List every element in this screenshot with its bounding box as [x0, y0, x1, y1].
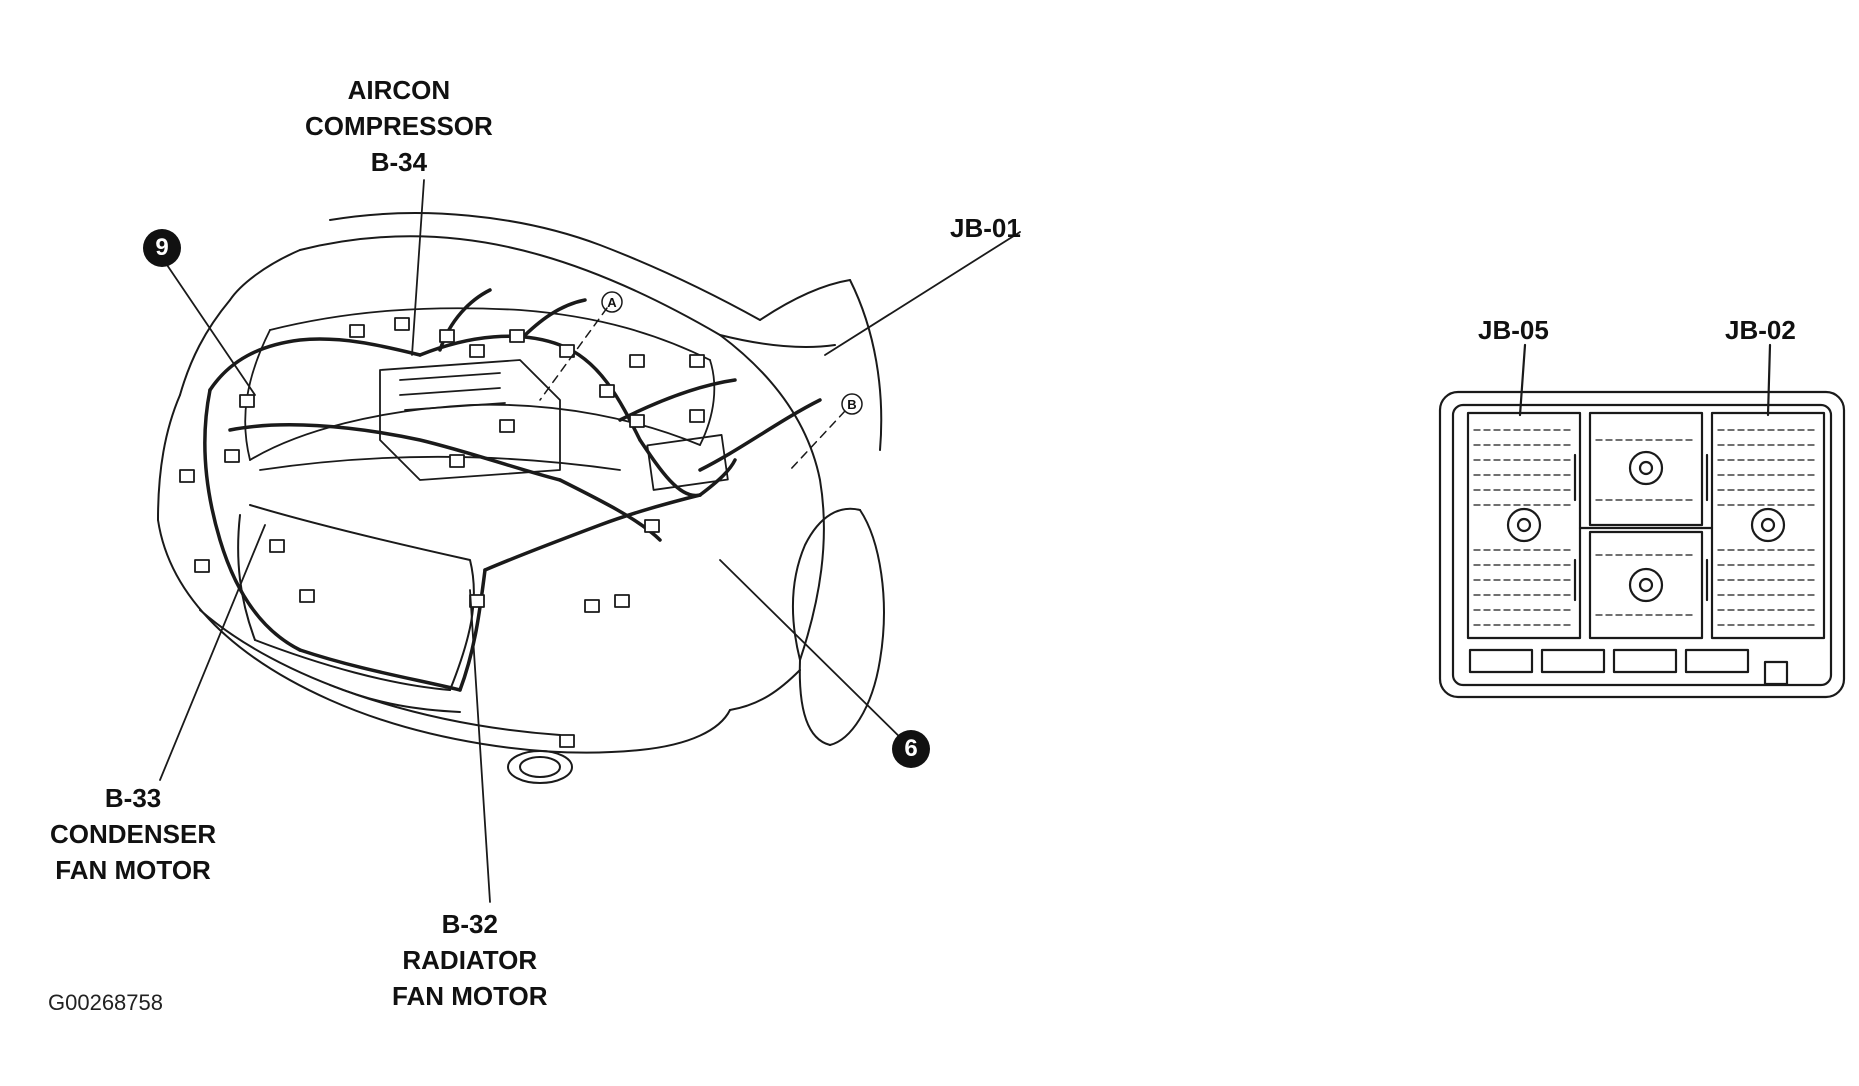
grille-outline: [249, 504, 475, 691]
label-jb01: JB-01: [950, 213, 1021, 243]
label-aircon-line2: COMPRESSOR: [305, 111, 493, 141]
label-jb05: JB-05: [1478, 315, 1549, 345]
junction-box: [1438, 343, 1846, 699]
leader-6: [719, 559, 916, 753]
figure-id: G00268758: [48, 990, 163, 1015]
leader-b34: [411, 179, 425, 356]
connectors: [179, 317, 705, 748]
leader-jb05: [1518, 343, 1527, 417]
jb-inner: [1451, 403, 1833, 687]
center-bottom-block: [1588, 530, 1704, 640]
jb-outer: [1438, 390, 1846, 699]
label-condenser-fan: B-33 CONDENSER FAN MOTOR: [50, 780, 216, 888]
marker-a-letter: A: [607, 295, 617, 310]
label-aircon-line1: AIRCON: [347, 75, 451, 105]
fuse-rows: [1473, 429, 1819, 626]
label-radiator-line1: B-32: [441, 909, 498, 939]
car-body-outline: [157, 212, 885, 784]
label-radiator-line2: RADIATOR: [402, 945, 538, 975]
marker-a-circle: [601, 291, 623, 313]
label-radiator-fan: B-32 RADIATOR FAN MOTOR: [392, 906, 548, 1014]
label-aircon-compressor: AIRCON COMPRESSOR B-34: [305, 72, 493, 180]
label-condenser-line3: FAN MOTOR: [55, 855, 211, 885]
label-jb02: JB-02: [1725, 315, 1796, 345]
jb05-block: [1466, 411, 1582, 640]
marker-b-circle: [841, 393, 863, 415]
leader-b33: [159, 524, 266, 781]
label-aircon-line3: B-34: [370, 147, 428, 177]
label-condenser-line1: B-33: [104, 783, 162, 813]
leader-jb01: [824, 231, 1021, 356]
wire-harness: [203, 288, 822, 692]
marker-b-letter: B: [847, 397, 856, 412]
label-leaders: [159, 179, 1021, 903]
callout-9: 9: [143, 229, 181, 267]
label-condenser-line2: CONDENSER: [50, 819, 217, 849]
marker-leaders: [539, 307, 846, 471]
leader-jb02: [1766, 343, 1772, 417]
label-radiator-line3: FAN MOTOR: [392, 981, 548, 1011]
leader-9: [164, 261, 256, 396]
marker-circles: [601, 291, 863, 415]
jb02-block: [1710, 411, 1826, 640]
leader-b32: [469, 589, 491, 903]
callout-6: 6: [892, 730, 930, 768]
center-top-block: [1588, 411, 1704, 527]
